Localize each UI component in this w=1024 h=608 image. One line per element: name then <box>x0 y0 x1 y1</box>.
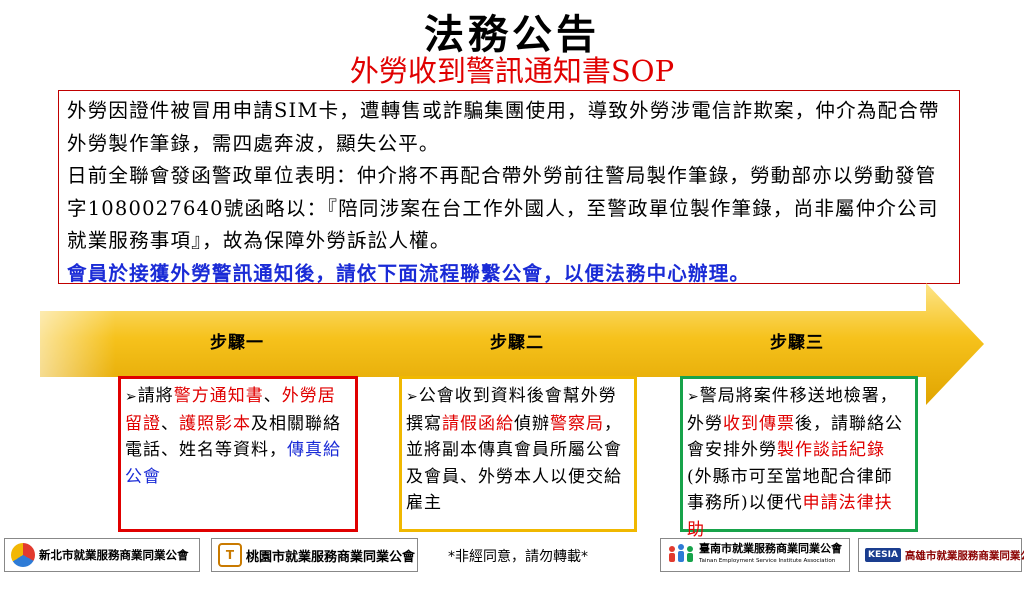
logo-tainan: 臺南市就業服務商業同業公會 Tainan Employment Service … <box>660 538 850 572</box>
logo-subtitle: Tainan Employment Service Institute Asso… <box>699 558 836 564</box>
step-3-text: 警局將案件移送地檢署，外勞 <box>687 386 898 434</box>
step-2-text: ，並將副本傳真會員所屬公會及會員、外勞本人以便交給雇主 <box>406 413 622 514</box>
step-2-text: 公會收到資料後會幫外勞撰寫 <box>406 386 617 434</box>
intro-paragraph-1: 外勞因證件被冒用申請SIM卡，遭轉售或詐騙集團使用，導致外勞涉電信詐欺案，仲介為… <box>67 99 940 155</box>
logo-taoyuan: T 桃園市就業服務商業同業公會 <box>211 538 418 572</box>
logo-new-taipei: 新北市就業服務商業同業公會 <box>4 538 200 572</box>
step-3-box: ➢警局將案件移送地檢署，外勞收到傳票後，請聯絡公會安排外勞製作談話紀錄 (外縣市可… <box>680 376 918 540</box>
step-1-highlight: 外勞居留證 <box>125 386 336 434</box>
step-1-highlight-blue: 傳真給公會 <box>125 440 341 487</box>
globe-emblem-icon <box>11 543 35 567</box>
step-1-highlight: 護照影本 <box>179 413 251 434</box>
logo-name: 高雄市就業服務商業同業公會 <box>904 549 1024 562</box>
step-3-text: 後，請聯絡公會安排外勞 <box>687 413 903 461</box>
step-1-label: 步驟一 <box>210 333 264 353</box>
step-2-highlight: 請假函給 <box>442 413 514 434</box>
page-subtitle: 外勞收到警訊通知書SOP <box>349 54 675 88</box>
step-3-highlight: 申請法律扶助 <box>687 493 893 540</box>
step-2-label: 步驟二 <box>490 333 544 353</box>
arrow-bullet-icon: ➢ <box>687 389 700 405</box>
process-arrow <box>40 283 984 405</box>
intro-paragraph-3: 會員於接獲外勞警訊通知後，請依下面流程聯繫公會，以便法務中心辦理。 <box>67 261 751 285</box>
step-3-label: 步驟三 <box>770 333 824 353</box>
step-2-text: 偵辦 <box>514 413 550 434</box>
step-2-highlight: 警察局 <box>550 413 604 434</box>
t-emblem-icon: T <box>218 543 242 567</box>
kesia-emblem-icon: KESIA <box>865 548 901 562</box>
page-title: 法務公告 <box>424 11 600 58</box>
copyright-notice: *非經同意，請勿轉載* <box>448 549 588 565</box>
logo-name: 臺南市就業服務商業同業公會 <box>699 542 842 555</box>
step-1-box: ➢請將警方通知書、外勞居留證、護照影本及相關聯絡電話、姓名等資料，傳真給公會 <box>118 376 358 532</box>
step-1-text: 請將 <box>137 386 174 406</box>
step-3-highlight: 製作談話紀錄 <box>777 440 885 460</box>
logo-kaohsiung: KESIA 高雄市就業服務商業同業公會 <box>858 538 1024 572</box>
step-3-highlight: 收到傳票 <box>723 413 795 434</box>
intro-paragraph-2: 日前全聯會發函警政單位表明：仲介將不再配合帶外勞前往警局製作筆錄，勞動部亦以勞動… <box>67 164 939 252</box>
step-2-box: ➢公會收到資料後會幫外勞撰寫請假函給偵辦警察局，並將副本傳真會員所屬公會及會員、… <box>399 376 637 532</box>
intro-box: 外勞因證件被冒用申請SIM卡，遭轉售或詐騙集團使用，導致外勞涉電信詐欺案，仲介為… <box>58 90 960 285</box>
people-emblem-icon <box>669 544 693 562</box>
step-1-text: 、 <box>161 413 179 434</box>
step-1-highlight: 警方通知書 <box>173 386 264 406</box>
logo-name: 新北市就業服務商業同業公會 <box>39 548 189 562</box>
logo-name: 桃園市就業服務商業同業公會 <box>246 549 416 565</box>
step-1-text: 及相關聯絡電話、姓名等資料， <box>125 413 341 461</box>
step-3-text: (外縣市可至當地配合律師事務所)以便代 <box>687 466 893 514</box>
step-1-text: 、 <box>263 386 282 406</box>
arrow-bullet-icon: ➢ <box>125 389 138 405</box>
arrow-bullet-icon: ➢ <box>406 389 419 405</box>
